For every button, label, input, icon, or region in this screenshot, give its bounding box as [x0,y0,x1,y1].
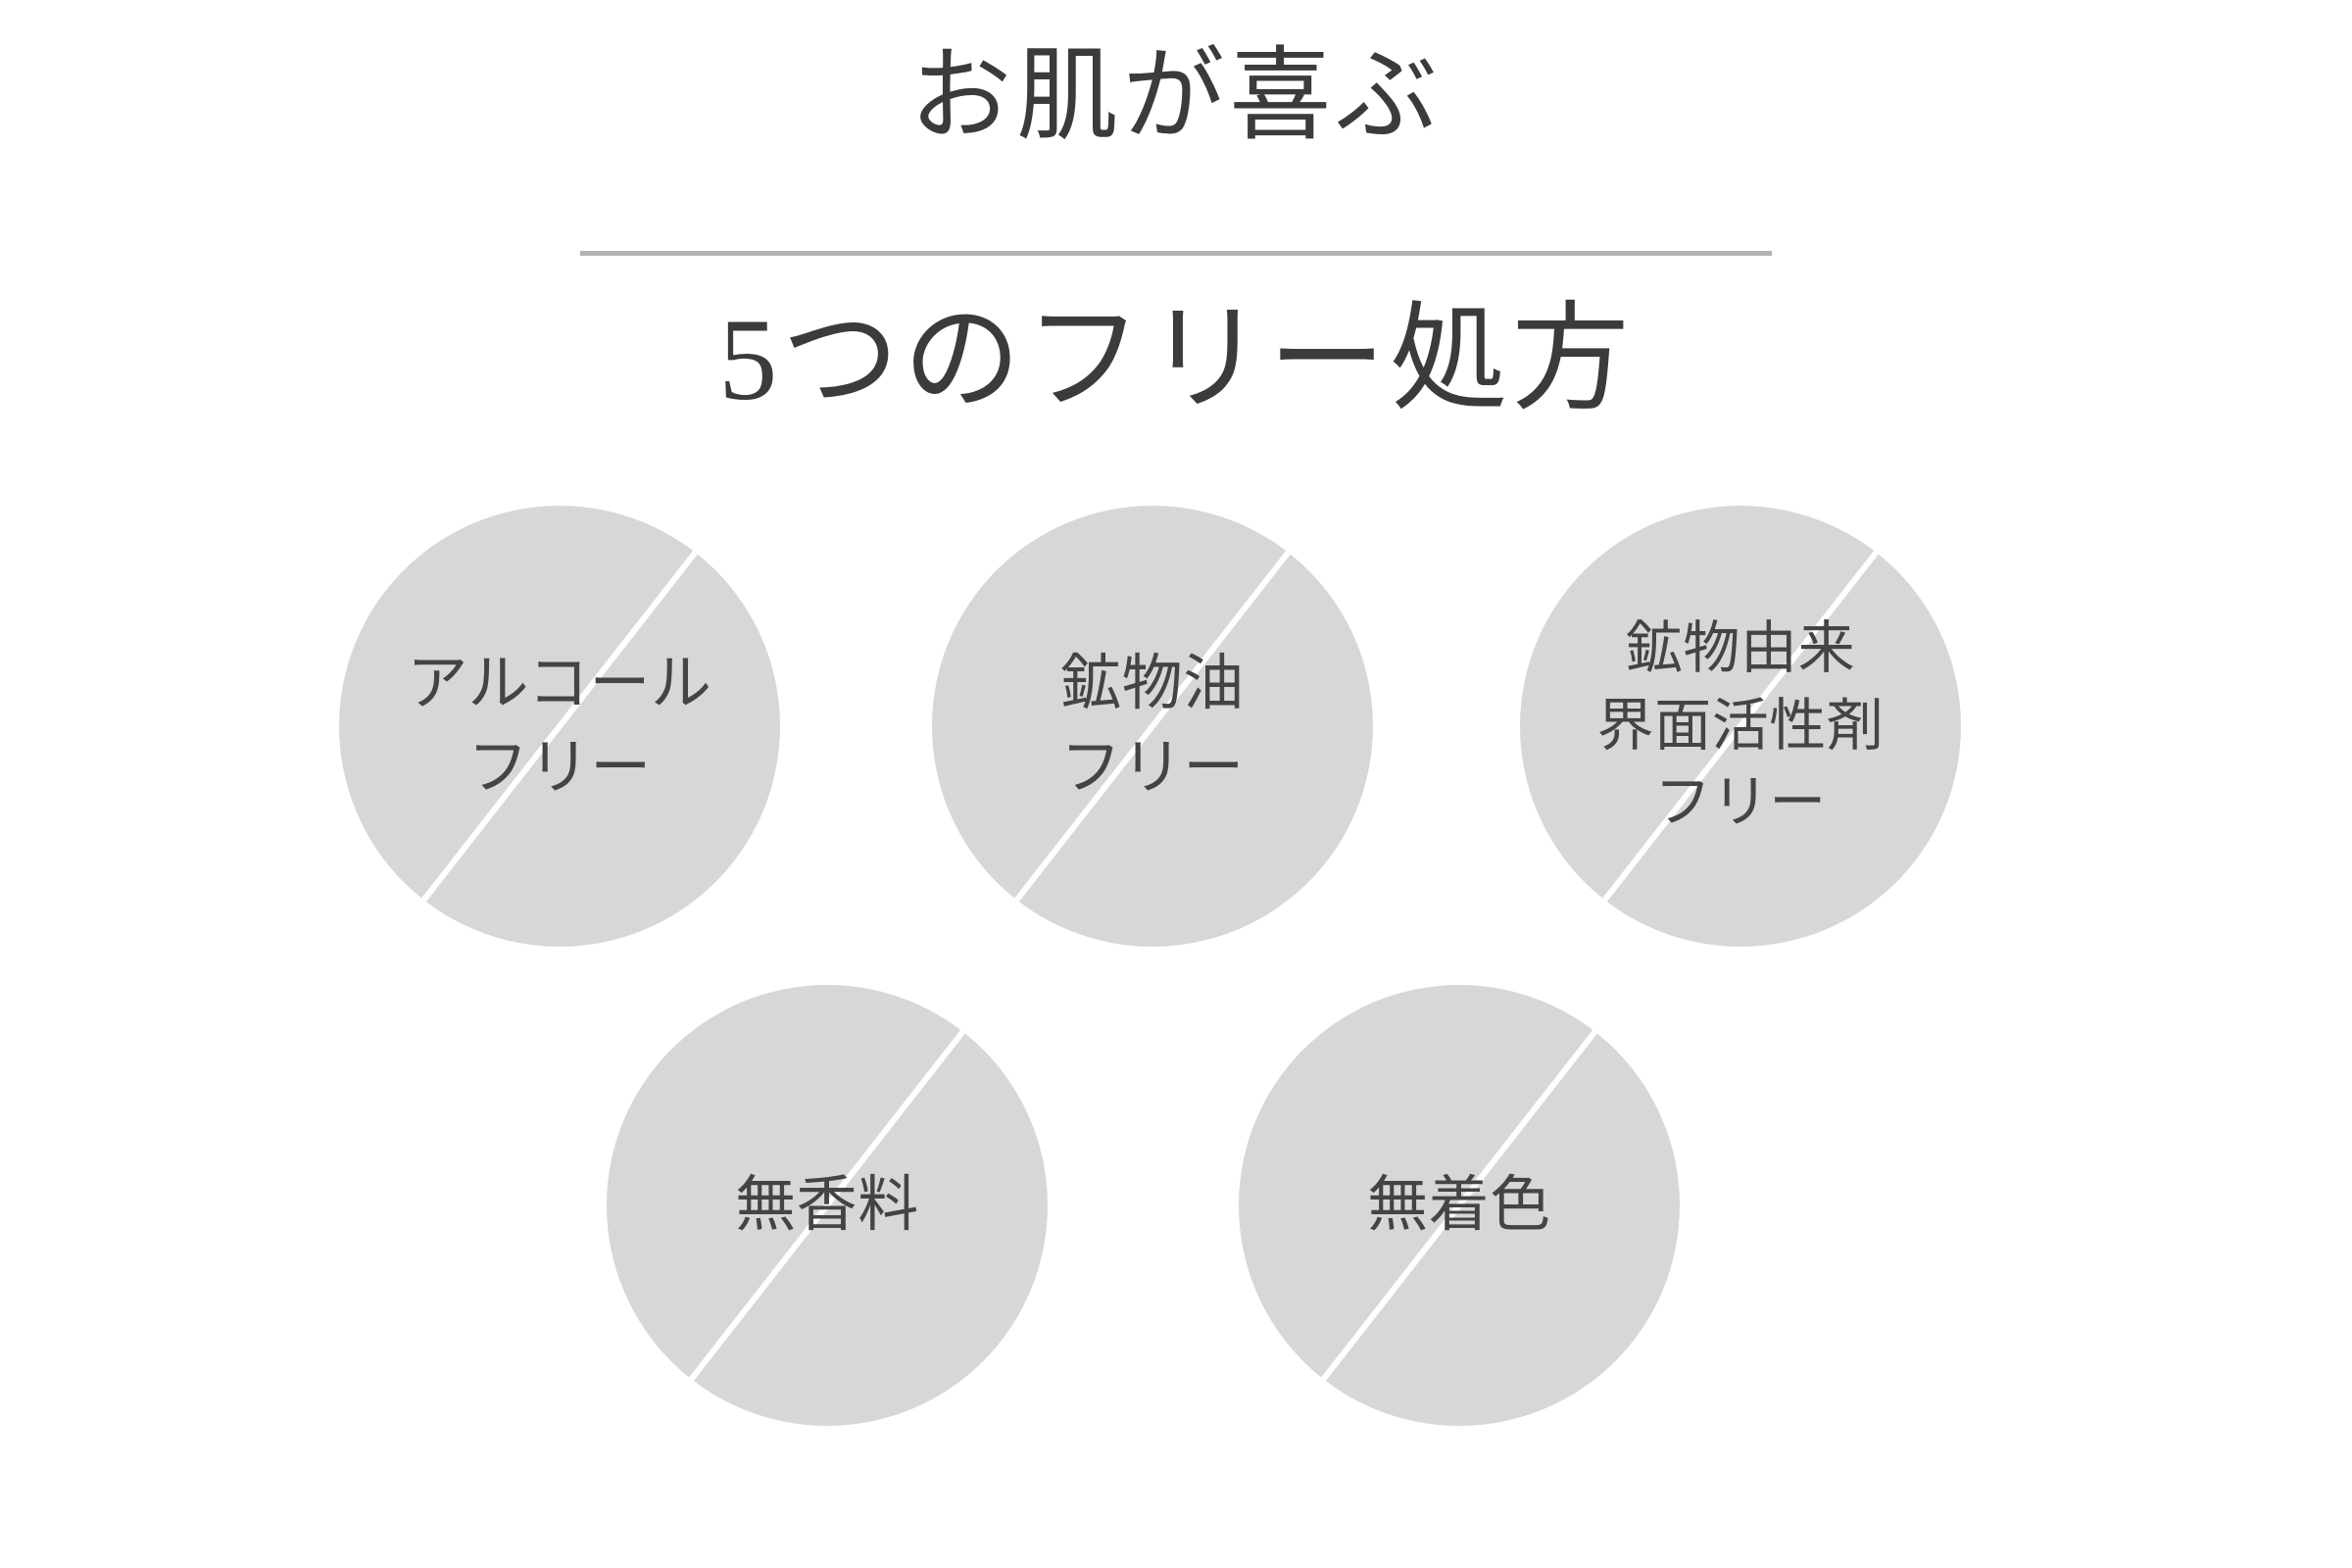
free-badge-fragrance-free: 無香料 [607,985,1048,1426]
free-badge-label: アルコール フリー [407,650,712,802]
title-divider [580,251,1772,256]
free-badge-label: 鉱物由来 界面活性剤 フリー [1596,615,1885,835]
page-subtitle: 5つのフリー処方 [718,294,1634,424]
free-badge-label: 無着色 [1367,1171,1551,1240]
free-badge-mineral-surfactant: 鉱物由来 界面活性剤 フリー [1520,506,1961,947]
free-badge-alcohol: アルコール フリー [339,506,780,947]
page-title: お肌が喜ぶ [909,40,1443,153]
free-badge-label: 鉱物油 フリー [1060,650,1245,802]
free-badge-label: 無香料 [735,1171,919,1240]
free-badge-colorant-free: 無着色 [1239,985,1680,1426]
free-badge-mineral-oil: 鉱物油 フリー [932,506,1373,947]
